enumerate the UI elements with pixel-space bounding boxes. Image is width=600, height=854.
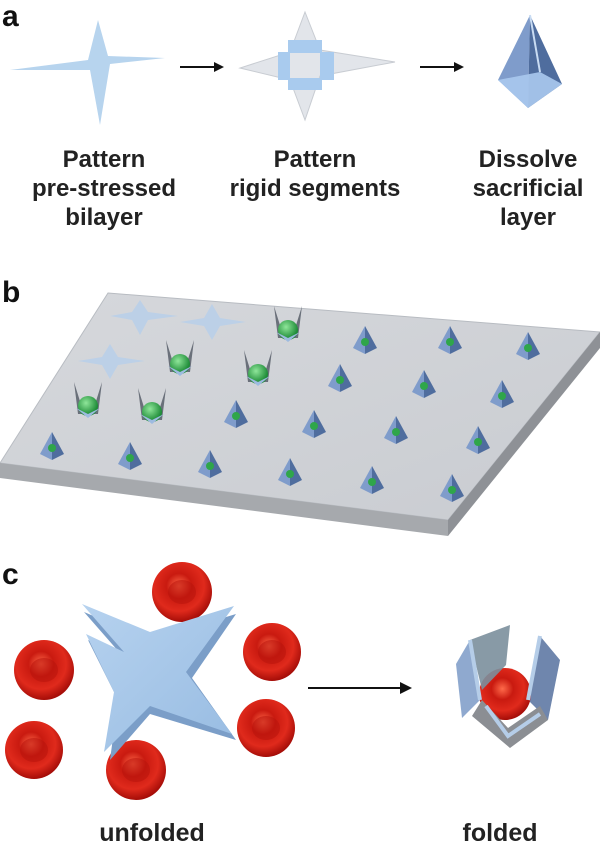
step-3-line-1: Dissolve	[478, 146, 578, 173]
step-2-caption: Pattern rigid segments	[225, 146, 405, 204]
step-1-line-2: pre-stressed	[31, 174, 177, 202]
arrow-c	[308, 682, 412, 694]
panel-label-a: a	[2, 0, 19, 33]
step-1-line-1: Pattern	[62, 146, 146, 173]
step-1-line-3: bilayer	[65, 203, 143, 231]
grippers-with-cells-b	[74, 306, 302, 424]
folded-pyramid-a	[498, 14, 562, 108]
step-2-line-2: rigid segments	[229, 174, 401, 202]
unfolded-label: unfolded	[99, 819, 205, 847]
step-1-caption: Pattern pre-stressed bilayer	[24, 146, 184, 232]
folded-label: folded	[462, 819, 538, 847]
folded-grippers-b	[40, 326, 540, 502]
unfolded-gripper-large	[82, 604, 236, 760]
bilayer-star-shape	[10, 20, 165, 125]
step-3-line-2: sacrificial	[472, 174, 584, 202]
panel-label-c: c	[2, 558, 19, 591]
rigid-segments-star	[238, 10, 396, 122]
arrow-a1	[180, 62, 224, 72]
step-3-caption: Dissolve sacrificial layer	[458, 146, 598, 232]
step-3-line-3: layer	[499, 203, 557, 231]
step-2-line-1: Pattern	[273, 146, 357, 173]
arrow-a2	[420, 62, 464, 72]
folded-gripper-with-cell	[456, 625, 560, 748]
unfolded-grippers-b	[78, 300, 246, 379]
red-blood-cells	[5, 562, 301, 800]
panel-label-b: b	[2, 276, 21, 309]
